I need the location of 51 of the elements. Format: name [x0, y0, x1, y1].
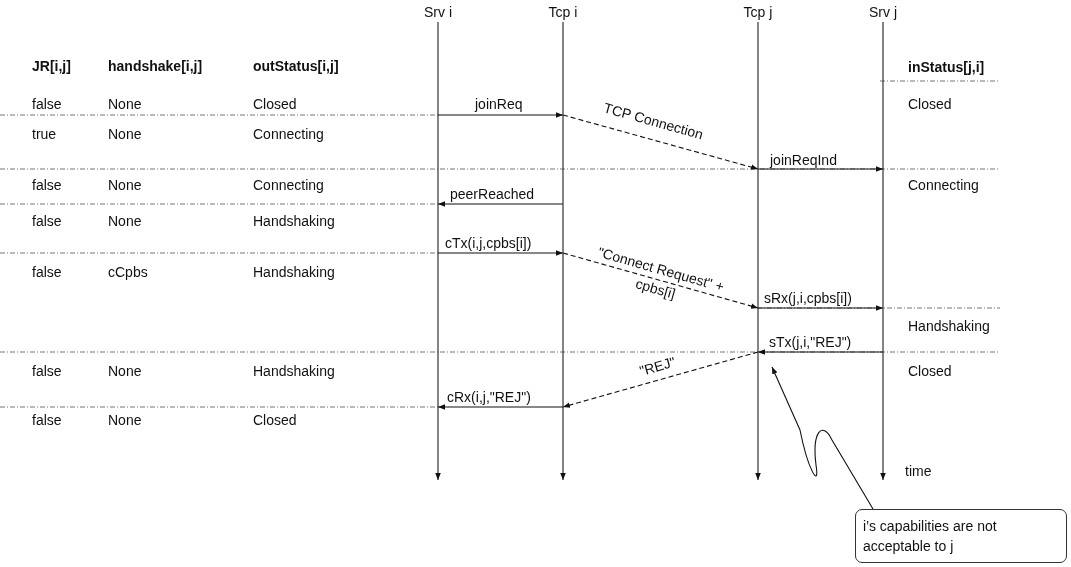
lifeline-title: Tcp i — [548, 4, 578, 20]
message-arrow — [437, 112, 564, 118]
column-header: handshake[i,j] — [108, 58, 203, 74]
state-value: Handshaking — [253, 213, 335, 229]
state-value: true — [32, 126, 57, 142]
message-arrow — [562, 114, 759, 170]
message-arrow — [437, 201, 564, 207]
state-value: Closed — [908, 96, 952, 112]
edge-label: cRx(i,j,"REJ") — [445, 390, 533, 405]
state-value: Handshaking — [253, 363, 335, 379]
state-value: false — [32, 213, 62, 229]
state-value: false — [32, 177, 62, 193]
state-value: Closed — [253, 96, 297, 112]
state-value: false — [32, 363, 62, 379]
message-arrow — [437, 250, 564, 256]
state-value: None — [108, 412, 142, 428]
state-value: Connecting — [253, 126, 324, 142]
message-arrow — [757, 349, 884, 355]
message-arrow — [562, 252, 759, 309]
state-value: None — [108, 177, 142, 193]
state-value: None — [108, 96, 142, 112]
edge-label: joinReq — [473, 97, 525, 112]
state-value: Handshaking — [253, 264, 335, 280]
state-value: Connecting — [253, 177, 324, 193]
message-arrow — [771, 366, 874, 510]
edge-label: sTx(j,i,"REJ") — [767, 335, 854, 350]
lifeline-title: Tcp j — [743, 4, 773, 20]
state-value: None — [108, 363, 142, 379]
axis-label: time — [905, 463, 932, 479]
message-arrow — [437, 404, 564, 410]
edge-label: cTx(i,j,cpbs[i]) — [443, 236, 534, 251]
lifeline-title: Srv i — [424, 4, 452, 20]
state-value: Closed — [908, 363, 952, 379]
edge-label: "REJ" — [636, 354, 678, 380]
edge-label: joinReqInd — [768, 153, 839, 168]
message-arrow — [562, 351, 759, 408]
state-value: None — [108, 213, 142, 229]
state-value: false — [32, 264, 62, 280]
message-arrow — [757, 305, 884, 311]
edge-label: peerReached — [448, 187, 537, 202]
state-value: false — [32, 96, 62, 112]
state-value: cCpbs — [108, 264, 148, 280]
callout-box: i’s capabilities are not acceptable to j — [855, 509, 1067, 563]
message-arrow — [757, 166, 884, 172]
lifeline-title: Srv j — [869, 4, 897, 20]
state-value: false — [32, 412, 62, 428]
column-header: outStatus[i,j] — [253, 58, 339, 74]
state-value: Closed — [253, 412, 297, 428]
edge-label: sRx(j,i,cpbs[i]) — [762, 291, 854, 306]
column-header: JR[i,j] — [32, 58, 71, 74]
state-value: None — [108, 126, 142, 142]
